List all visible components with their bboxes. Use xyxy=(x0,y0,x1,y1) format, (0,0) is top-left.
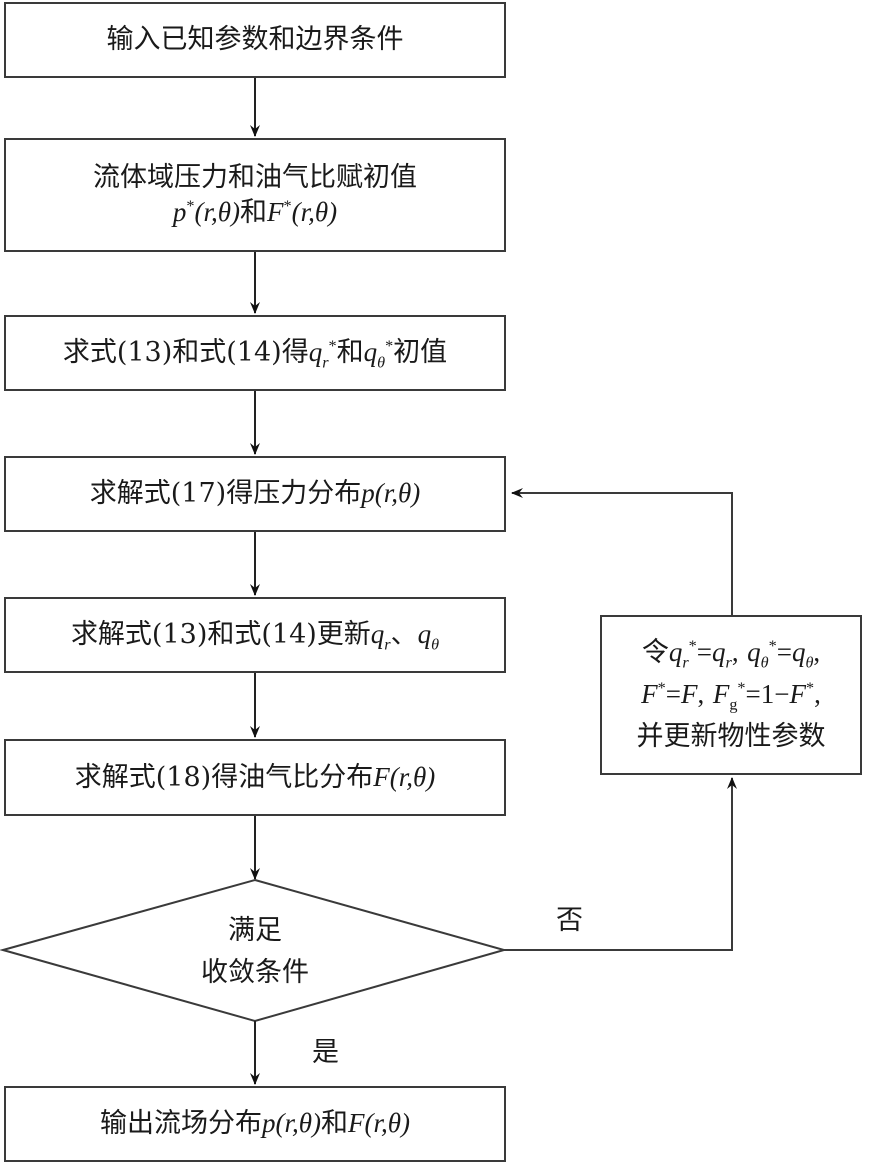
step-flow-init-text: 求式(13)和式(14)得qr*和qθ*初值 xyxy=(62,337,448,372)
step-flow-init: 求式(13)和式(14)得qr*和qθ*初值 xyxy=(4,315,506,391)
update-line1: 令qr*=qr, qθ*=qθ, xyxy=(641,637,821,672)
step-init: 流体域压力和油气比赋初值 p*(r,θ)和F*(r,θ) xyxy=(4,138,506,252)
step-oil-gas-text: 求解式(18)得油气比分布F(r,θ) xyxy=(74,761,436,793)
no-label: 否 xyxy=(556,905,583,936)
decision-text: 满足 收敛条件 xyxy=(155,910,355,994)
arrow-decision-no xyxy=(504,777,737,951)
decision-line1: 满足 xyxy=(228,915,282,946)
arrow-loop-back xyxy=(511,488,733,615)
step-pressure-text: 求解式(17)得压力分布p(r,θ) xyxy=(89,478,421,510)
update-line3: 并更新物性参数 xyxy=(636,720,826,752)
step-update-flow: 求解式(13)和式(14)更新qr、qθ xyxy=(4,597,506,673)
step-init-line2: p*(r,θ)和F*(r,θ) xyxy=(172,197,338,228)
step-input-text: 输入已知参数和边界条件 xyxy=(106,24,404,56)
step-output-text: 输出流场分布p(r,θ)和F(r,θ) xyxy=(99,1108,411,1140)
update-properties-box: 令qr*=qr, qθ*=qθ, F*=F, Fg*=1−F*, 并更新物性参数 xyxy=(600,615,862,775)
update-line2: F*=F, Fg*=1−F*, xyxy=(641,679,821,714)
step-pressure: 求解式(17)得压力分布p(r,θ) xyxy=(4,456,506,532)
step-oil-gas: 求解式(18)得油气比分布F(r,θ) xyxy=(4,739,506,816)
yes-label: 是 xyxy=(312,1037,339,1068)
step-input: 输入已知参数和边界条件 xyxy=(4,2,506,78)
step-init-line1: 流体域压力和油气比赋初值 xyxy=(93,161,417,193)
step-update-flow-text: 求解式(13)和式(14)更新qr、qθ xyxy=(70,619,440,654)
step-output: 输出流场分布p(r,θ)和F(r,θ) xyxy=(4,1086,506,1162)
decision-line2: 收敛条件 xyxy=(201,956,309,988)
